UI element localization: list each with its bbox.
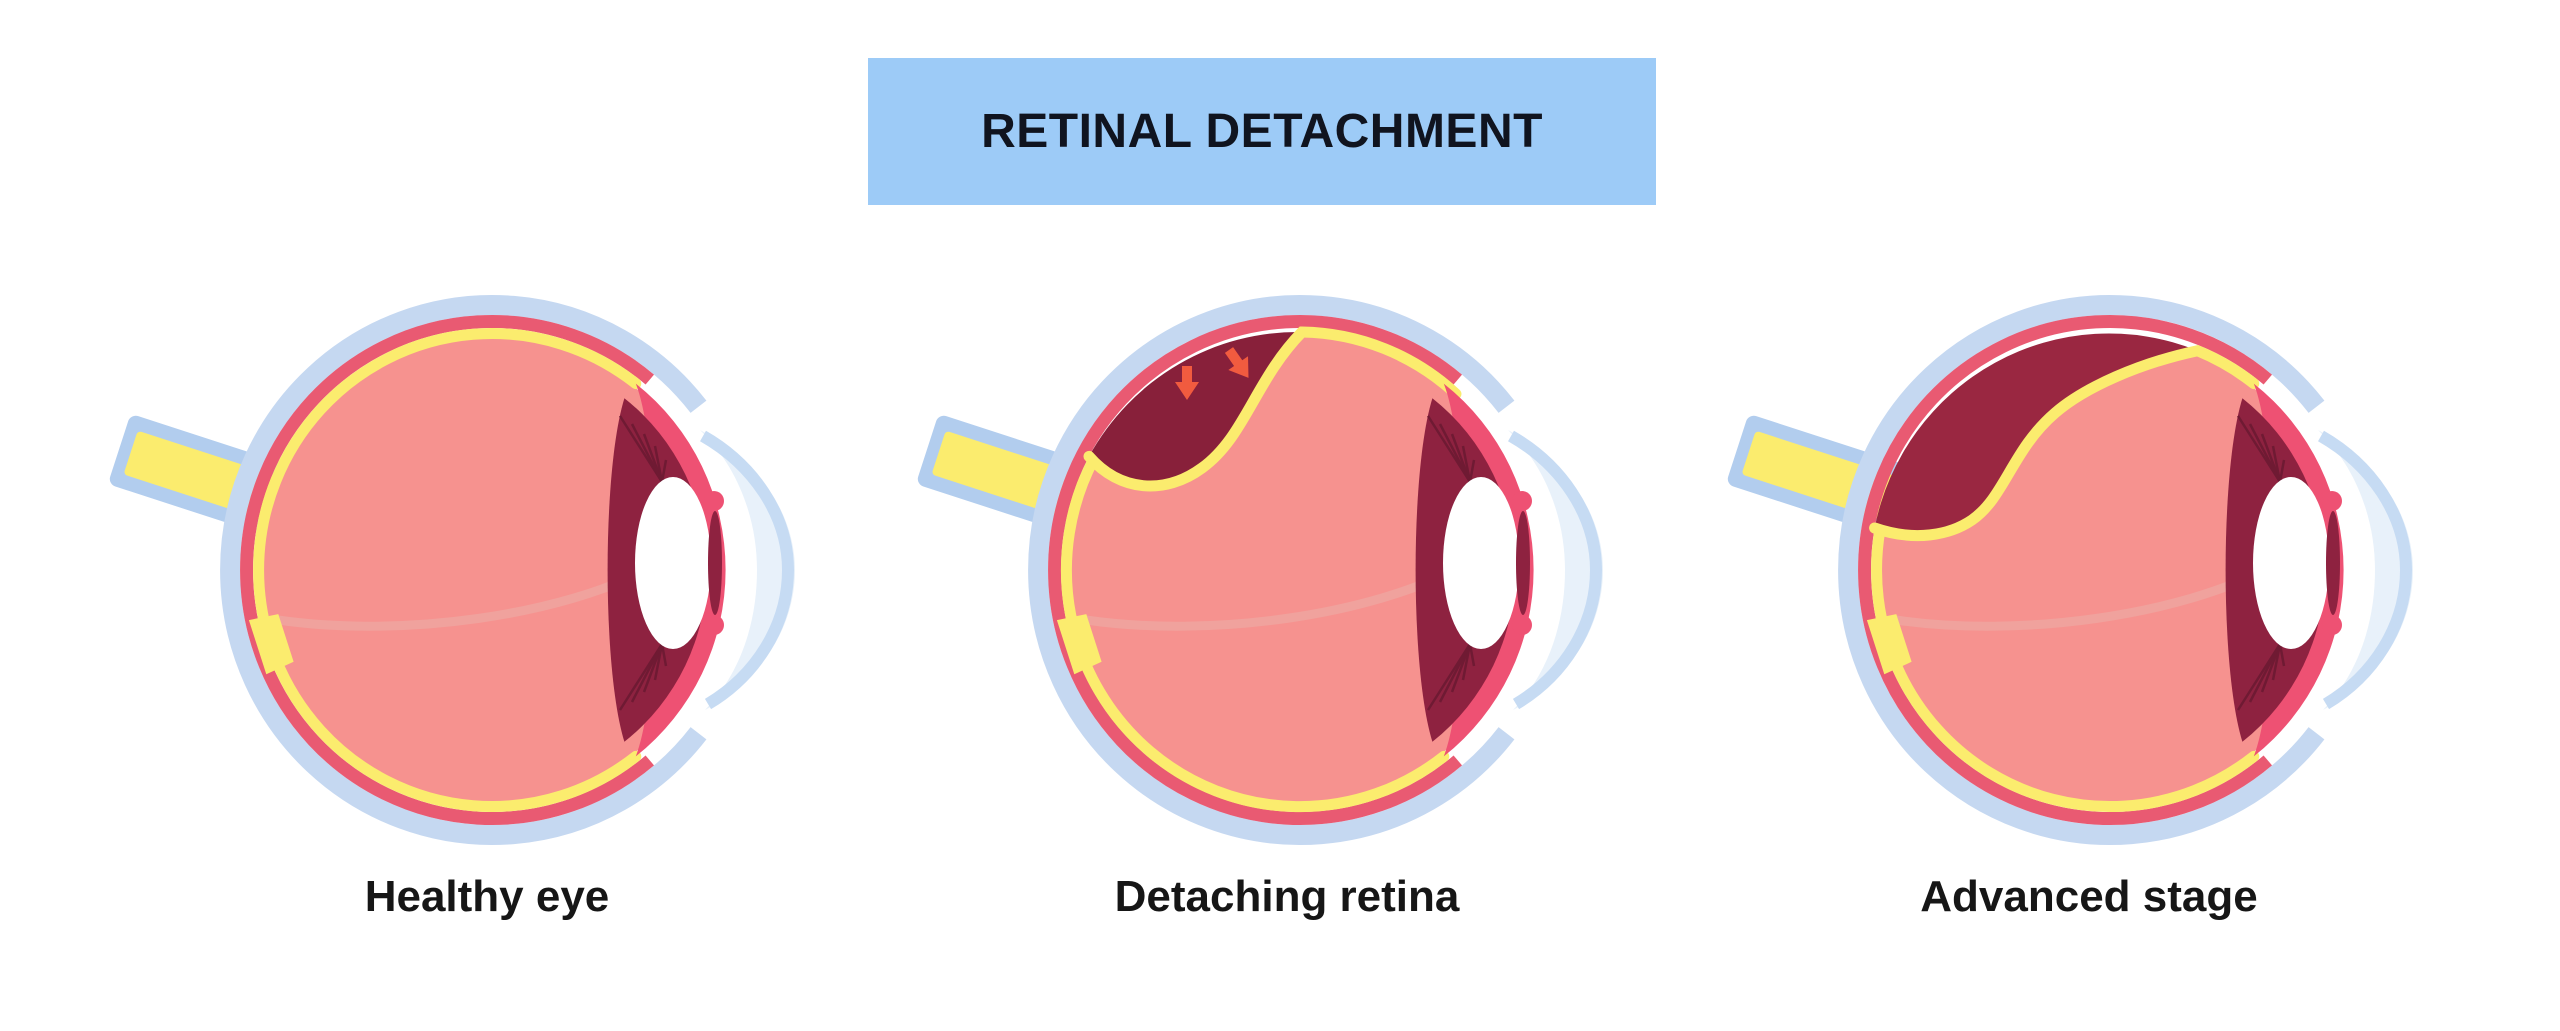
zonule-fiber [642,433,664,483]
zonule-fiber [653,445,664,483]
zonule-fiber [653,643,664,681]
lens [1443,477,1519,649]
zonule-fiber [630,423,664,483]
title-banner: RETINAL DETACHMENT [868,58,1656,205]
detached-retina [1083,326,1462,492]
lens [2253,477,2329,649]
panel-label-detaching: Detaching retina [1114,872,1460,921]
eye-cross-section [917,295,1603,845]
retina [253,328,642,812]
zonule-fiber [1438,423,1472,483]
detachment-arrow-icon [1224,347,1249,378]
detachment-arrow-icon [1175,366,1199,400]
pupil-margin [1516,511,1530,615]
iris-tip [704,491,724,511]
zonule-fiber [1450,643,1472,693]
detached-retina [1869,344,2260,542]
zonule-fiber [642,643,664,693]
choroid [240,315,654,825]
iris-tip [1512,615,1532,635]
zonule-fiber [2248,643,2282,703]
retina [1060,453,1450,813]
eye-figure-advanced [1660,220,2470,920]
zonule-fiber [2248,423,2282,483]
zonule-fiber [1438,643,1472,703]
eye-cross-section [109,295,795,845]
choroid [1048,315,1462,825]
iris-tip [2322,615,2342,635]
pupil-margin [708,511,722,615]
choroid [1858,315,2272,825]
zonule-fiber [630,643,664,703]
subretinal-fluid [1874,333,2198,536]
cornea-outer-band [1508,430,1603,710]
subretinal-fluid [1089,331,1302,486]
panel-label-healthy: Healthy eye [364,872,610,921]
sclera [1838,295,2325,845]
cornea-outer-band [700,430,795,710]
vitreous-body [262,337,722,803]
sclera [1028,295,1515,845]
zonule-fiber [1468,643,1476,667]
iris-tip [704,615,724,635]
pupil-margin [2326,511,2340,615]
zonule-fiber [2278,459,2286,483]
eye-figure-healthy [42,220,852,920]
zonule-fiber [2278,643,2286,667]
page-title: RETINAL DETACHMENT [981,105,1543,158]
retina [1871,523,2260,812]
zonule-fiber [1450,433,1472,483]
zonule-fiber [1468,459,1476,483]
zonule-fiber [1461,445,1472,483]
cornea-outer-band [2318,430,2413,710]
sclera [220,295,707,845]
zonule-fiber [2260,433,2282,483]
zonule-fiber [2260,643,2282,693]
eye-figure-detaching [850,220,1660,920]
zonule-fiber [2271,643,2282,681]
zonule-fiber [1461,643,1472,681]
eye-cross-section [1727,295,2413,845]
zonule-fiber [2271,445,2282,483]
zonule-fiber [660,459,668,483]
iris-tip [2322,491,2342,511]
lens [635,477,711,649]
zonule-fiber [660,643,668,667]
panel-label-advanced: Advanced stage [1920,872,2258,921]
iris-tip [1512,491,1532,511]
